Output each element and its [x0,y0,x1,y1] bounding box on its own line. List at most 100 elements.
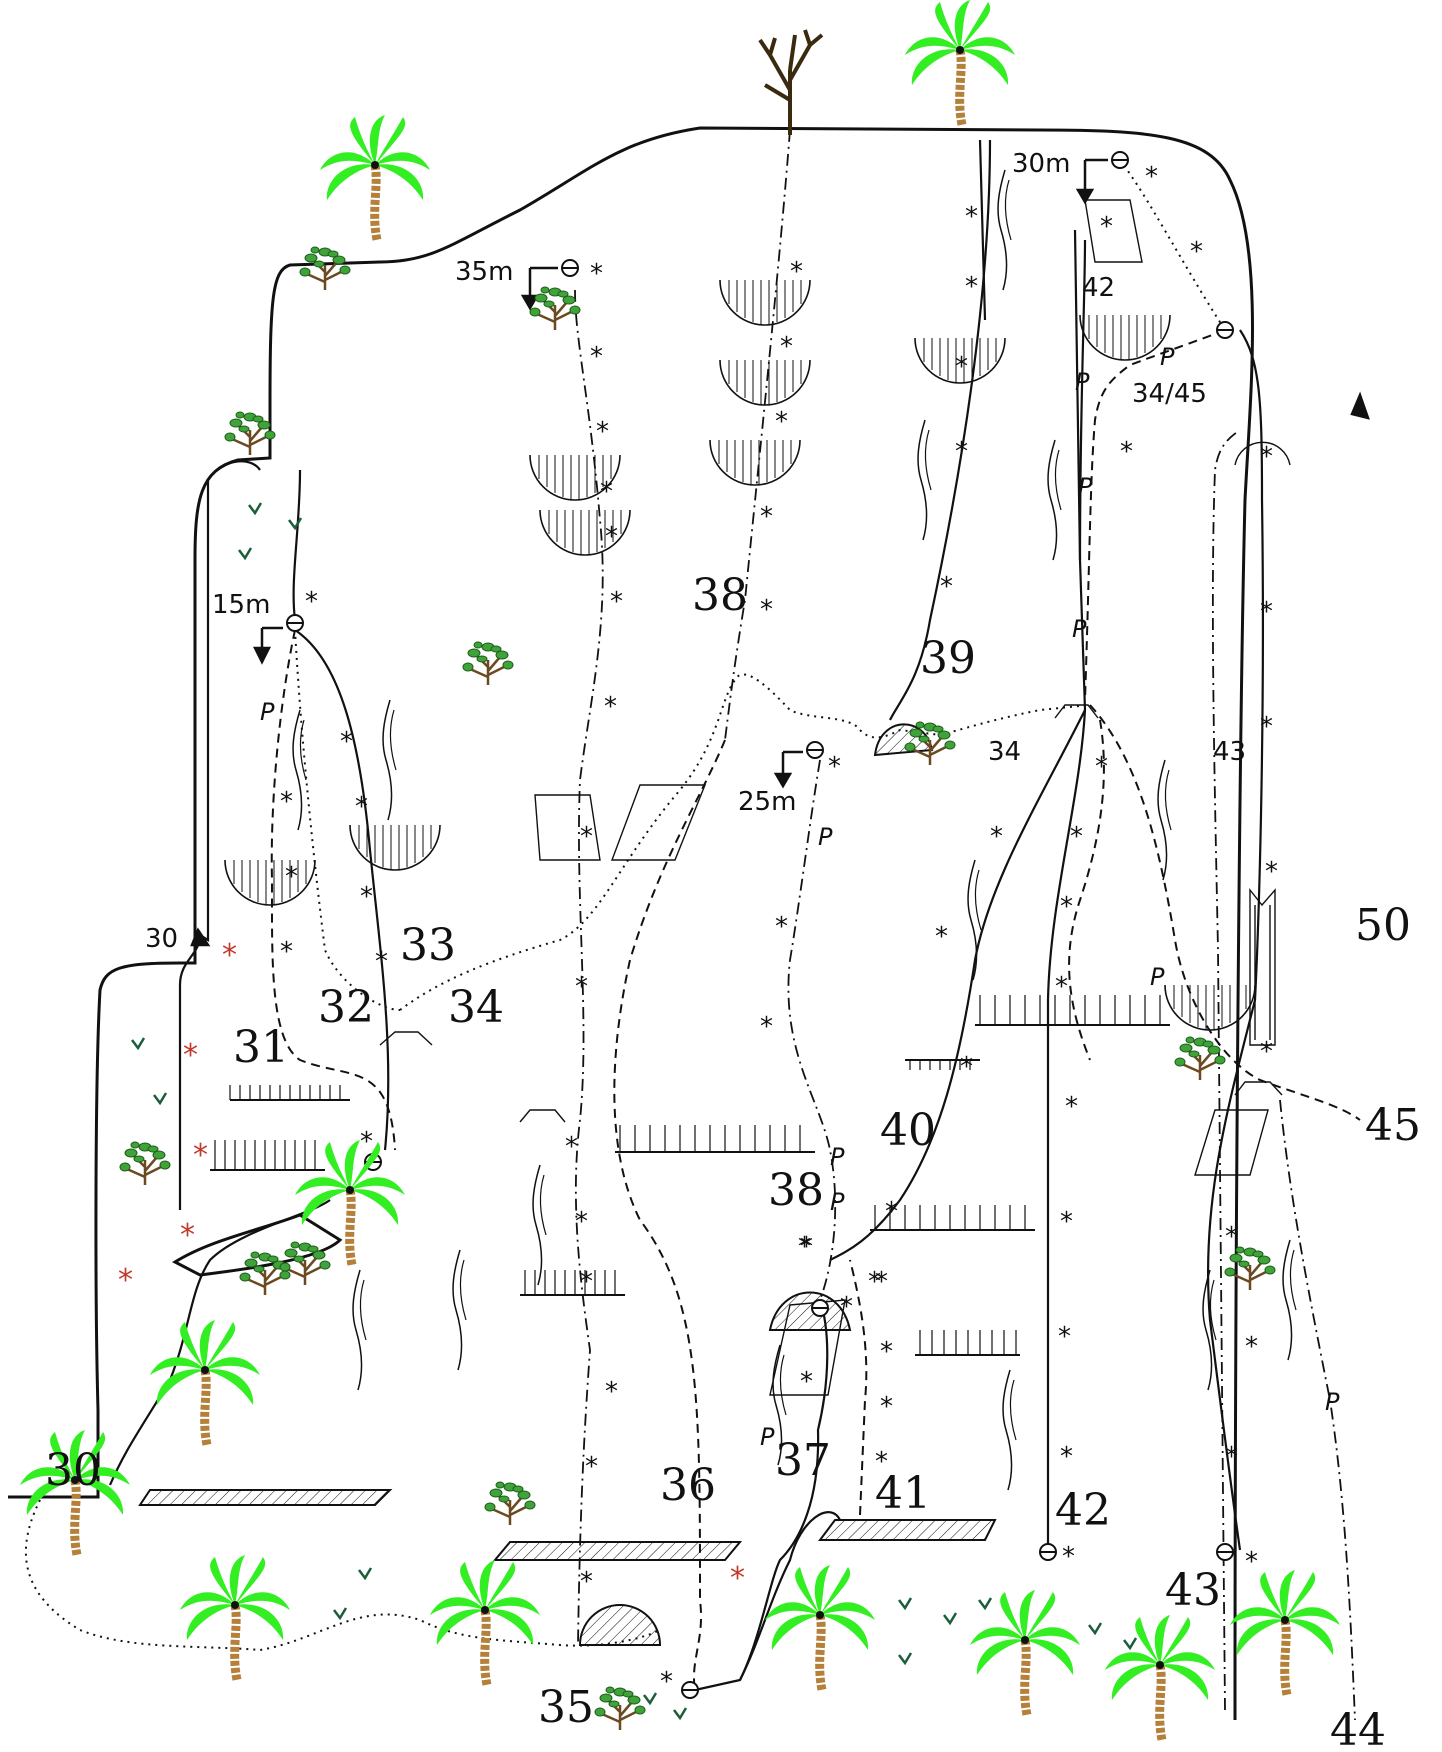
svg-text:*: * [360,882,373,912]
svg-text:*: * [880,1392,893,1422]
route-30 [108,1199,331,1486]
svg-text:*: * [1062,1542,1075,1572]
route-30-top [292,469,302,621]
grass-tuft-icon [332,1606,348,1620]
anchor-34-45 [1216,321,1234,339]
svg-text:*: * [1100,212,1113,242]
rappel-label: 25m [738,787,796,817]
crack-4 [352,1269,367,1391]
route-50-arrow [1350,391,1370,420]
anchor-15m [286,614,304,632]
svg-text:*: * [1260,1037,1273,1067]
svg-text:*: * [760,595,773,625]
svg-text:*: * [1058,1322,1071,1352]
bolts: * * * * * * * * * * * * * * * * * * * * * * * * * * * * * * * * * * *… [118,162,1278,1697]
ledge-30 [171,1213,343,1277]
svg-text:*: * [118,1263,133,1298]
svg-text:*: * [828,752,841,782]
svg-text:*: * [840,1292,853,1322]
route-40 [829,709,1086,1261]
bush-icon [1223,1245,1277,1292]
svg-text:*: * [1225,1442,1238,1472]
svg-text:*: * [280,787,293,817]
palm-tree-icon [1105,1615,1215,1740]
svg-text:*: * [1265,857,1278,887]
svg-text:*: * [1060,1207,1073,1237]
svg-text:*: * [183,1038,198,1073]
route-30-arrow [190,927,211,947]
svg-text:*: * [780,332,793,362]
route-label: 30 [145,924,178,954]
route-label: 50 [1355,900,1411,951]
route-label: 32 [318,982,374,1033]
svg-text:*: * [1260,597,1273,627]
svg-text:*: * [935,922,948,952]
route-34-right [1068,719,1105,1061]
grass-tuft-icon [130,1036,146,1050]
boulder-37 [768,1291,852,1331]
palm-tree-icon [1230,1570,1340,1695]
svg-text:*: * [580,1567,593,1597]
svg-text:P: P [830,1188,845,1216]
svg-text:*: * [955,437,968,467]
grass-tuft-icon [1122,1636,1138,1650]
overhang-10 [1164,984,1256,1031]
ledge-base-3 [818,1519,997,1541]
boulder-35 [578,1604,662,1646]
anchor-35 [681,1681,699,1699]
bush-icon [223,410,277,457]
palm-tree-icon [430,1560,540,1685]
svg-text:P: P [1072,615,1087,643]
route-label: 45 [1365,1100,1421,1151]
svg-text:*: * [1145,162,1158,192]
svg-text:*: * [580,1267,593,1297]
anchor-42 [1039,1543,1057,1561]
route-44 [1211,429,1241,1711]
route-35 [574,289,604,1646]
overhang-8 [224,859,316,906]
svg-text:*: * [760,502,773,532]
svg-text:P: P [818,823,833,851]
route-label: 37 [775,1435,831,1486]
crack-2 [382,699,397,821]
route-label: 40 [880,1105,936,1156]
svg-text:*: * [585,1452,598,1482]
grass-tuft-icon [977,1596,993,1610]
svg-text:*: * [868,1267,881,1297]
svg-text:*: * [1225,1222,1238,1252]
svg-text:*: * [990,822,1003,852]
bush-icon [528,285,582,332]
svg-text:*: * [375,947,388,977]
svg-text:*: * [360,1127,373,1157]
svg-text:P: P [1150,963,1165,991]
svg-text:*: * [355,792,368,822]
route-30-upper [178,460,261,1210]
route-43-anchor-line [978,139,1082,561]
ledge-base-1 [138,1489,393,1506]
bush-icon [593,1685,647,1732]
svg-text:*: * [1055,972,1068,1002]
anchor-25m [806,741,824,759]
grass-tuft-icon [357,1566,373,1580]
svg-text:*: * [965,272,978,302]
svg-text:*: * [875,1267,888,1297]
bush-icon [298,245,352,292]
route-34-traverse [399,673,1091,1011]
route-label: 33 [400,920,456,971]
crack-6 [997,169,1012,291]
route-38-lower [787,759,837,1301]
route-42 [1046,709,1087,1560]
crack-11 [1202,1269,1217,1391]
svg-text:*: * [222,938,237,973]
grass-tuft-icon [672,1706,688,1720]
anchor-30m [1111,151,1129,169]
grass-tuft-icon [942,1611,958,1625]
svg-text:*: * [660,1667,673,1697]
svg-text:*: * [580,822,593,852]
route-label: 34/45 [1132,379,1207,409]
svg-text:*: * [790,257,803,287]
route-34-45 [1084,329,1226,701]
dead-tree-icon [758,29,824,135]
svg-text:P: P [1078,473,1093,501]
route-label: 43 [1165,1565,1221,1616]
